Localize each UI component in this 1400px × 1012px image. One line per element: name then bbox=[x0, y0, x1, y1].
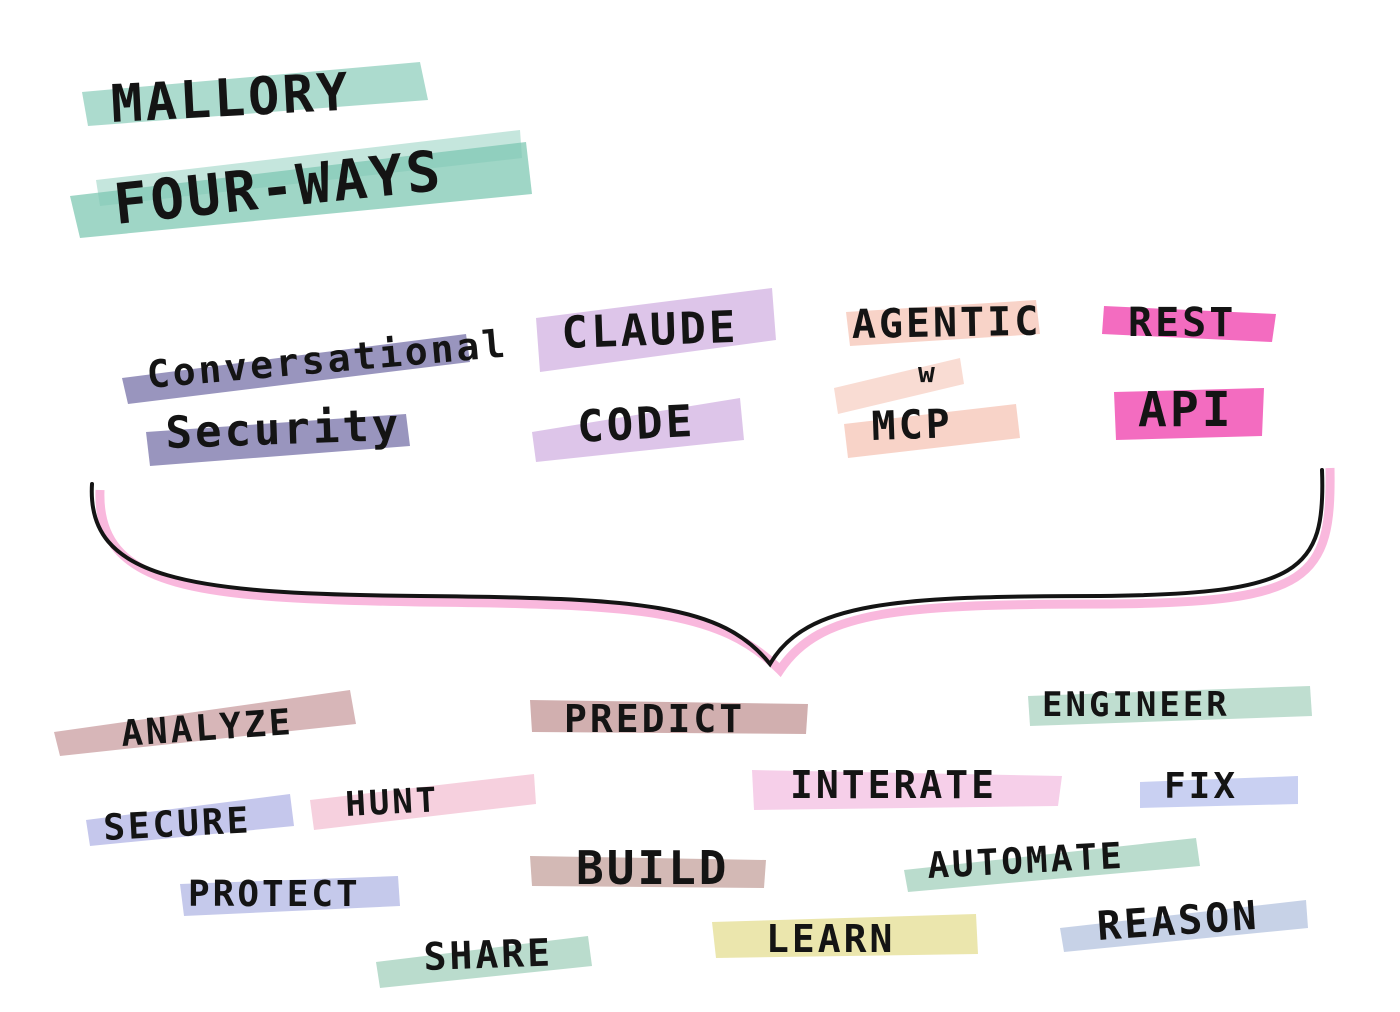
highlight-build bbox=[530, 856, 766, 888]
highlight-security bbox=[146, 414, 410, 466]
outcome-fix: FIX bbox=[1140, 766, 1298, 808]
highlight-interate bbox=[752, 770, 1062, 810]
label-rest: REST bbox=[1128, 300, 1236, 346]
title-line-1: MALLORY bbox=[110, 62, 353, 134]
outcome-interate: INTERATE bbox=[752, 763, 1062, 810]
curly-brace bbox=[89, 467, 1335, 678]
label-claude: CLAUDE bbox=[561, 302, 740, 359]
label-build: BUILD bbox=[576, 841, 729, 895]
highlight-reason bbox=[1060, 900, 1308, 952]
title-highlight-2b bbox=[96, 130, 522, 206]
title-highlight-1 bbox=[82, 62, 428, 126]
highlight-rest bbox=[1102, 306, 1276, 342]
highlight-automate bbox=[904, 838, 1200, 892]
highlight-mcp bbox=[844, 404, 1020, 458]
title-group: MALLORY FOUR-WAYS bbox=[70, 62, 532, 238]
brace-ink bbox=[89, 468, 1325, 668]
brace-shadow bbox=[95, 467, 1335, 678]
outcome-predict: PREDICT bbox=[530, 697, 808, 741]
label-agentic: AGENTIC bbox=[851, 299, 1041, 348]
highlight-learn bbox=[712, 914, 978, 958]
label-engineer: ENGINEER bbox=[1042, 685, 1230, 725]
highlight-analyze bbox=[54, 690, 356, 756]
highlight-secure bbox=[86, 794, 294, 846]
outcome-learn: LEARN bbox=[712, 914, 978, 961]
way-agentic-mcp: AGENTIC w MCP bbox=[834, 299, 1042, 458]
outcome-protect: PROTECT bbox=[180, 874, 400, 916]
highlight-engineer bbox=[1028, 686, 1312, 726]
label-mcp: MCP bbox=[871, 401, 954, 450]
label-hunt: HUNT bbox=[344, 780, 440, 825]
outcome-share: SHARE bbox=[376, 931, 592, 988]
highlight-share bbox=[376, 936, 592, 988]
label-fix: FIX bbox=[1164, 766, 1238, 807]
highlight-hunt bbox=[310, 774, 536, 830]
highlight-agentic bbox=[846, 300, 1040, 346]
highlight-conversational bbox=[122, 334, 470, 404]
label-security: Security bbox=[165, 400, 403, 459]
label-reason: REASON bbox=[1095, 893, 1260, 950]
title-highlight-2 bbox=[70, 142, 532, 238]
way-claude-code: CLAUDE CODE bbox=[532, 288, 776, 462]
highlight-w bbox=[834, 358, 964, 414]
label-code: CODE bbox=[576, 396, 696, 453]
outcome-build: BUILD bbox=[530, 841, 766, 895]
label-protect: PROTECT bbox=[188, 874, 361, 915]
highlight-code bbox=[532, 398, 744, 462]
label-learn: LEARN bbox=[766, 917, 895, 961]
label-secure: SECURE bbox=[102, 800, 252, 849]
label-automate: AUTOMATE bbox=[926, 836, 1125, 887]
highlight-api bbox=[1114, 388, 1264, 440]
way-rest-api: REST API bbox=[1102, 300, 1276, 440]
label-interate: INTERATE bbox=[790, 763, 997, 807]
highlight-claude bbox=[536, 288, 776, 372]
outcome-engineer: ENGINEER bbox=[1028, 685, 1312, 726]
label-share: SHARE bbox=[423, 931, 554, 979]
label-api: API bbox=[1138, 382, 1234, 438]
way-conversational-security: Conversational Security bbox=[122, 322, 510, 466]
outcome-secure: SECURE bbox=[86, 794, 294, 849]
outcome-hunt: HUNT bbox=[310, 774, 536, 830]
title-line-2: FOUR-WAYS bbox=[111, 139, 446, 238]
highlight-predict bbox=[530, 700, 808, 734]
highlight-fix bbox=[1140, 776, 1298, 808]
outcome-analyze: ANALYZE bbox=[54, 690, 356, 756]
highlight-protect bbox=[180, 876, 400, 916]
label-predict: PREDICT bbox=[564, 697, 745, 741]
label-w: w bbox=[918, 356, 938, 389]
label-analyze: ANALYZE bbox=[120, 702, 295, 755]
label-conversational: Conversational bbox=[145, 322, 510, 397]
outcome-reason: REASON bbox=[1060, 893, 1308, 952]
outcome-automate: AUTOMATE bbox=[904, 836, 1200, 892]
